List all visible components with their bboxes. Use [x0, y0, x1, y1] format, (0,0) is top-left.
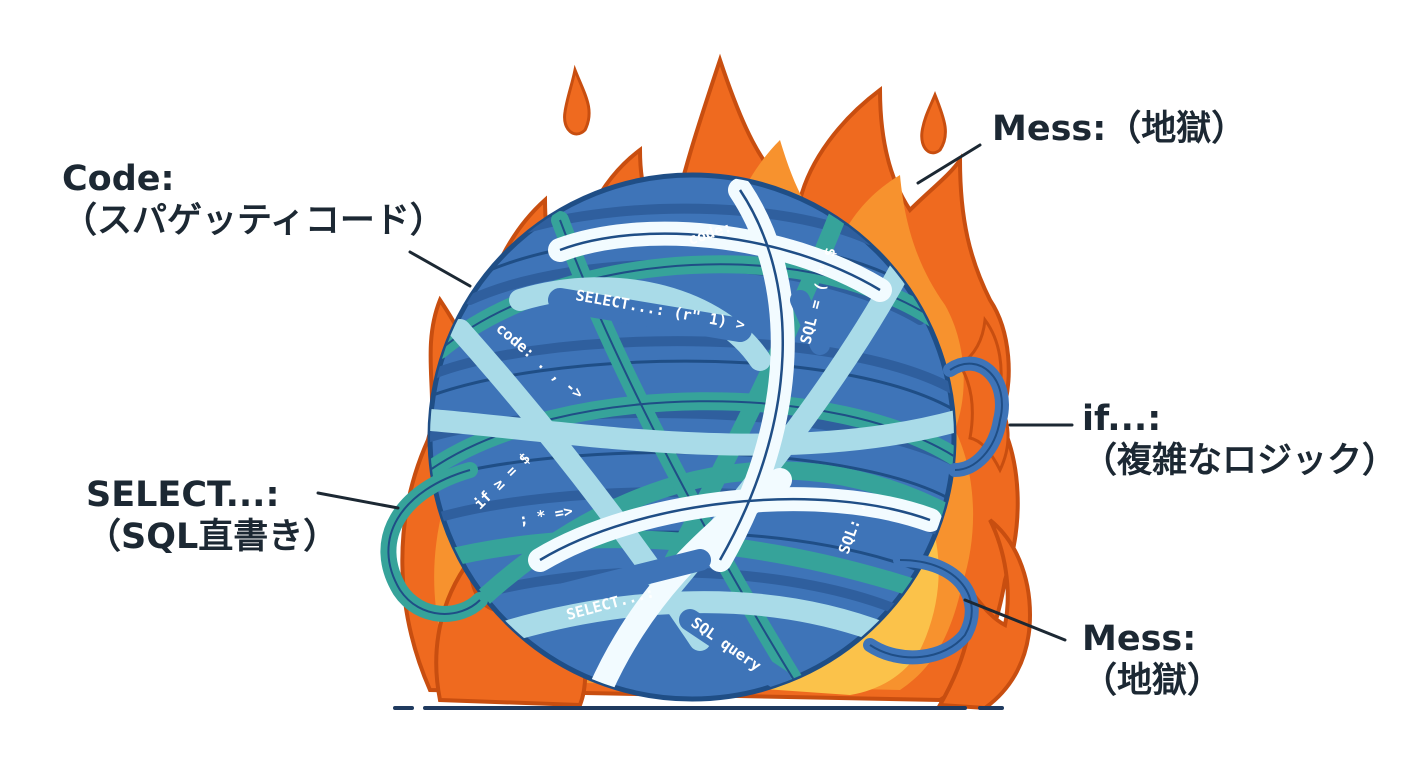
label-code: Code: （スパゲッティコード） [62, 158, 445, 242]
label-if-title: if...: [1082, 399, 1162, 439]
leader-select [316, 491, 400, 510]
label-select-subtitle: （SQL直書き） [86, 517, 339, 557]
loose-strand-right-outline [949, 362, 1003, 471]
flame-tongue-right [920, 91, 947, 155]
label-code-title: Code: [62, 159, 175, 199]
label-mess-bottom-title: Mess: [1082, 619, 1197, 659]
label-mess-bottom: Mess: （地獄） [1082, 618, 1222, 702]
label-if-subtitle: （複雑なロジック） [1082, 441, 1398, 481]
loose-strand-left-outline [387, 469, 481, 615]
label-mess-top-title: Mess:（地獄） [992, 109, 1247, 149]
label-mess-bottom-subtitle: （地獄） [1082, 661, 1223, 701]
leader-mess-bottom [963, 598, 1067, 642]
leader-code [408, 250, 472, 288]
leader-lines [316, 143, 1074, 642]
leader-mess-top [916, 143, 982, 185]
yarn-ball: SELECT...: (r" 1) > code: . , -> SQL = (… [380, 172, 1009, 702]
label-select: SELECT...: （SQL直書き） [86, 474, 338, 558]
label-if: if...: （複雑なロジック） [1082, 398, 1397, 482]
label-code-subtitle: （スパゲッティコード） [62, 201, 445, 241]
label-mess-top: Mess:（地獄） [992, 108, 1246, 150]
loose-strand-bottom-right-outline [869, 559, 973, 659]
label-select-title: SELECT...: [86, 475, 280, 515]
flame-tongue-left [563, 64, 591, 136]
